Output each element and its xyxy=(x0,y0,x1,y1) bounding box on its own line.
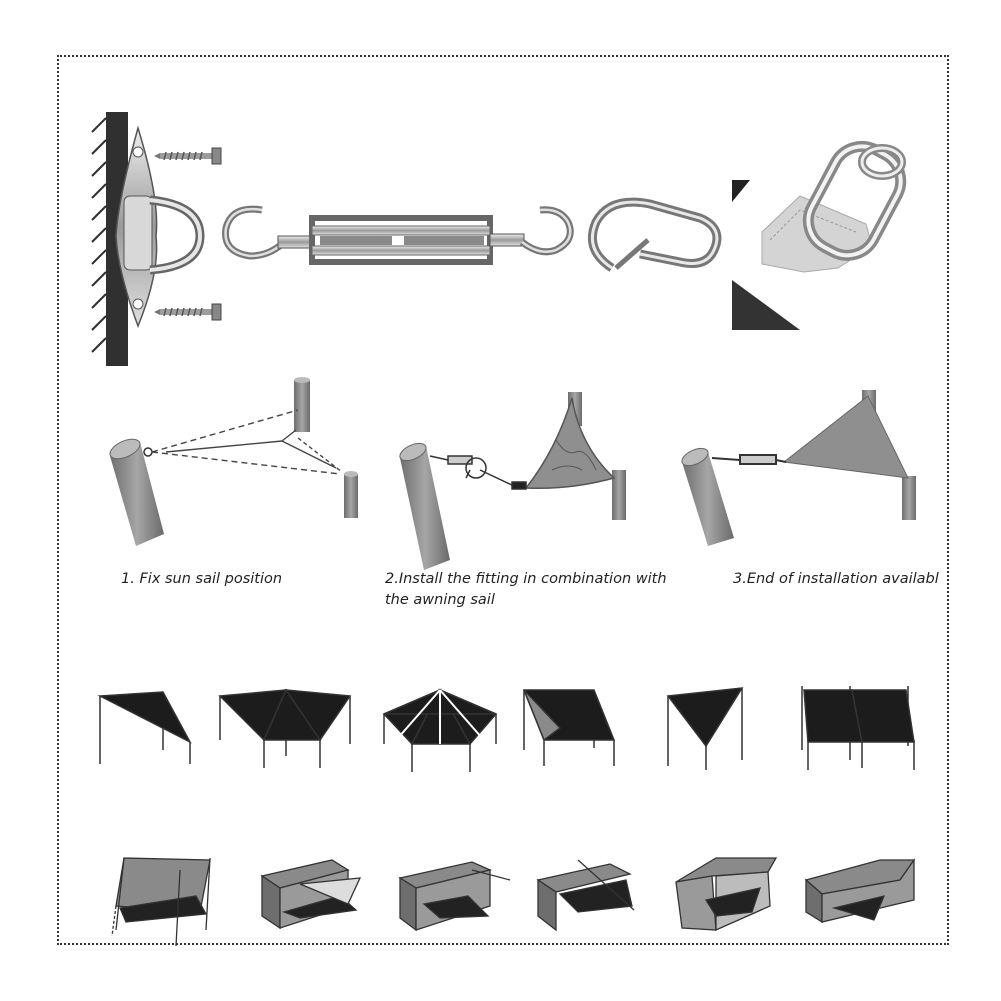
dotted-frame xyxy=(57,55,949,945)
shade-config-2 xyxy=(218,688,352,768)
shade-config-3 xyxy=(382,688,498,772)
pad-eye-plate-icon xyxy=(115,125,205,329)
shade-config-7 xyxy=(111,857,211,947)
turnbuckle-icon xyxy=(222,205,574,265)
snap-hook-icon xyxy=(588,197,722,272)
sail-corner-ring-icon xyxy=(761,140,907,273)
step-1-caption: 1. Fix sun sail position xyxy=(121,569,282,590)
shade-config-10 xyxy=(536,859,635,932)
step-3-illustration xyxy=(681,390,916,546)
step-3-caption: 3.End of installation availabl xyxy=(733,569,948,590)
step-2-label: 2.Install the fitting in combination wit… xyxy=(385,571,667,587)
shade-config-row-1 xyxy=(97,686,915,772)
shade-config-row-2 xyxy=(111,857,916,947)
shade-config-11 xyxy=(675,857,778,932)
screw-icon xyxy=(154,147,222,321)
shade-config-8 xyxy=(260,859,362,930)
step-2-caption: 2.Install the fitting in combination wit… xyxy=(385,569,667,611)
shade-config-1 xyxy=(97,691,192,764)
shade-config-6 xyxy=(801,686,915,770)
step-2-label-line2: the awning sail xyxy=(385,592,495,608)
step-1-label: 1. Fix sun sail position xyxy=(121,571,283,587)
shade-config-9 xyxy=(398,861,511,932)
step-2-illustration xyxy=(399,392,626,570)
step-3-label: 3.End of installation availabl xyxy=(733,571,939,587)
corner-triangle-icon xyxy=(732,180,800,330)
shade-config-4 xyxy=(522,689,616,766)
shade-config-5 xyxy=(666,687,744,770)
shade-config-12 xyxy=(804,857,916,924)
step-1-illustration xyxy=(109,377,358,546)
